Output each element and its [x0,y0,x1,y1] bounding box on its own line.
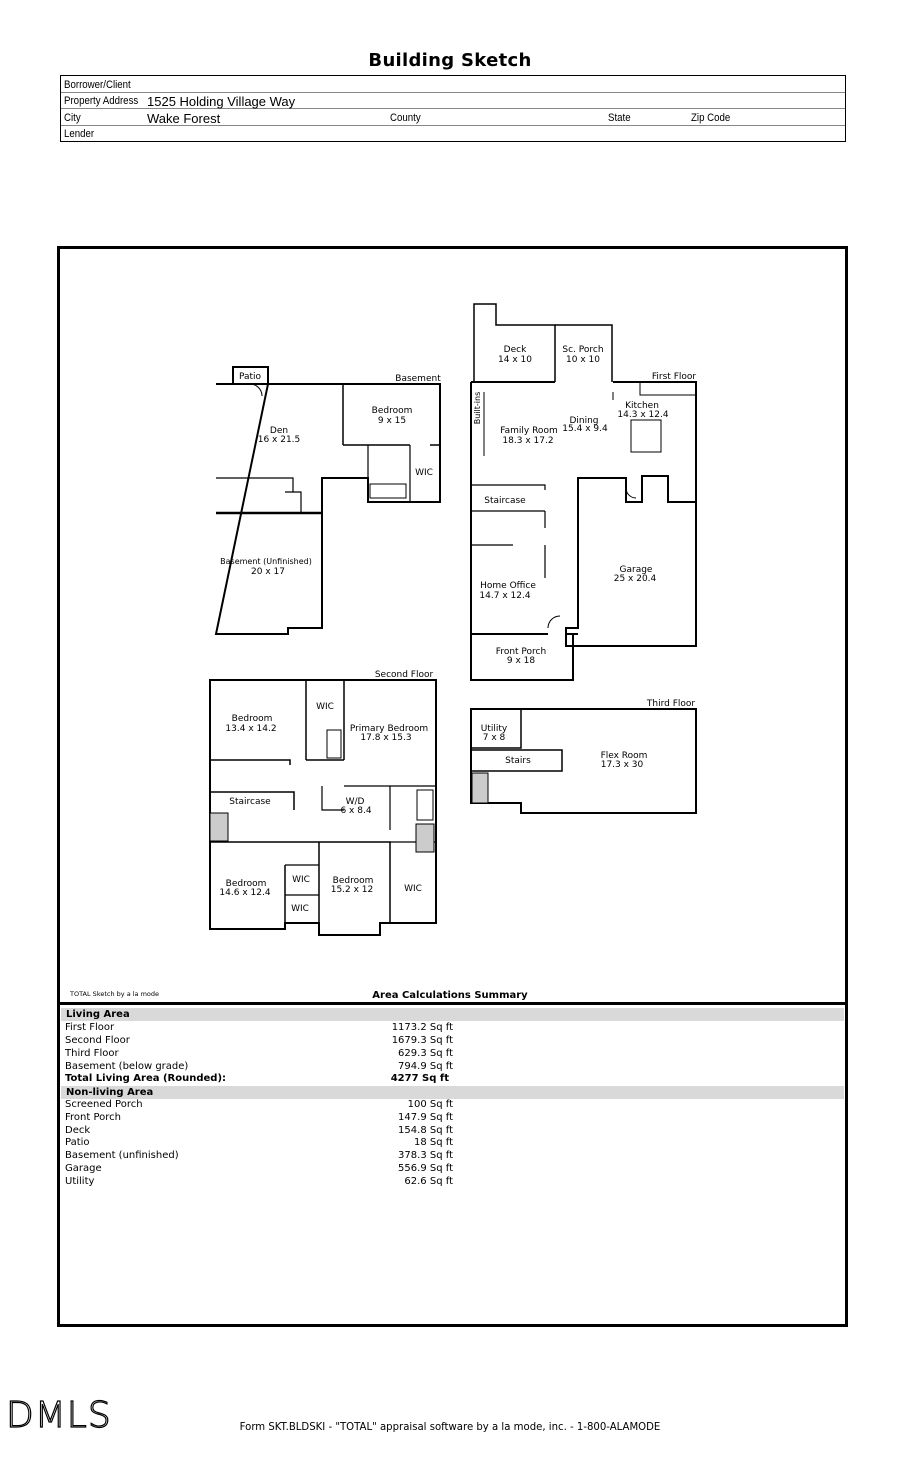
family-room-label: Family Room [500,426,557,436]
dining-label: Dining [569,416,598,426]
kitchen-label: Kitchen [625,401,659,411]
city-row: City Wake Forest County State Zip Code [61,109,845,126]
flex-room-label: Flex Room [601,751,648,761]
flex-room-dim: 17.3 x 30 [601,760,644,770]
family-room-dim: 18.3 x 17.2 [502,436,553,446]
bedroom3-label: Bedroom [333,876,374,886]
bedroom1-label: Bedroom [232,714,273,724]
wic1-label: WIC [316,702,334,712]
sketch-note: TOTAL Sketch by a la mode [70,990,160,998]
unfinished-dim: 20 x 17 [251,567,285,577]
basement-floor-label: Basement [395,374,441,384]
nonliving-area-header: Non-living Area [61,1086,844,1099]
front-porch-dim: 9 x 18 [507,656,536,666]
garage-label: Garage [620,565,653,575]
wd-label: W/D [346,797,365,807]
dmls-logo: DMLS [6,1397,112,1431]
second-floor-label: Second Floor [375,670,434,680]
first-floor-plan [470,303,697,681]
builtins-label: Built-ins [473,392,482,425]
basement-plan [214,366,441,635]
svg-text:DMLS: DMLS [6,1397,112,1431]
home-office-dim: 14.7 x 12.4 [479,591,530,601]
wic2-label: WIC [292,875,310,885]
basement-wic-label: WIC [415,468,433,478]
den-label: Den [270,426,288,436]
second-floor-plan [209,679,437,936]
zip-label: Zip Code [691,112,731,124]
stairs-label: Stairs [505,756,531,766]
address-value: 1525 Holding Village Way [147,94,296,109]
unfinished-label: Basement (Unfinished) [220,557,312,566]
sc-porch-label: Sc. Porch [562,345,603,355]
utility-label: Utility [481,724,508,734]
address-label: Property Address [64,95,139,107]
total-living-area-row: Total Living Area (Rounded):4277 Sq ft [65,1073,449,1084]
kitchen-dim: 14.3 x 12.4 [617,410,668,420]
floor-plan-drawing: Basement Patio Den 16 x 21.5 Bedroom 9 x… [209,303,697,936]
footer-text: Form SKT.BLDSKI - "TOTAL" appraisal soft… [239,1420,661,1433]
bedroom2-label: Bedroom [226,879,267,889]
basement-bedroom-dim: 9 x 15 [378,416,406,426]
primary-bedroom-label: Primary Bedroom [350,724,428,734]
bedroom2-dim: 14.6 x 12.4 [219,888,270,898]
borrower-label: Borrower/Client [64,79,131,91]
city-value: Wake Forest [147,111,221,126]
primary-bedroom-dim: 17.8 x 15.3 [360,733,411,743]
front-porch-label: Front Porch [496,647,546,657]
lender-label: Lender [64,128,95,140]
borrower-row: Borrower/Client [61,76,845,93]
city-label: City [64,112,81,124]
home-office-label: Home Office [480,581,536,591]
table-row: Basement (unfinished)378.3 Sq ft [65,1150,453,1161]
dining-dim: 15.4 x 9.4 [562,424,608,434]
first-staircase-label: Staircase [484,496,526,506]
wd-dim: 6 x 8.4 [340,806,371,816]
basement-bedroom-label: Bedroom [372,406,413,416]
deck-dim: 14 x 10 [498,355,532,365]
sketch-frame [57,246,848,1327]
third-floor-label: Third Floor [646,699,696,709]
sc-porch-dim: 10 x 10 [566,355,600,365]
bedroom3-dim: 15.2 x 12 [331,885,374,895]
third-floor-plan [470,708,697,814]
first-floor-label: First Floor [652,372,696,382]
table-row: Basement (below grade)794.9 Sq ft [65,1061,453,1072]
living-area-header: Living Area [61,1008,844,1021]
second-staircase-label: Staircase [229,797,271,807]
wic4-label: WIC [404,884,422,894]
patio-label: Patio [239,372,262,382]
den-dim: 16 x 21.5 [258,435,301,445]
wic3-label: WIC [291,904,309,914]
garage-dim: 25 x 20.4 [614,574,657,584]
county-label: County [390,112,421,124]
lender-row: Lender [61,125,845,141]
deck-label: Deck [504,345,527,355]
divider [60,1002,845,1005]
page-title: Building Sketch [368,50,532,71]
area-summary-title: Area Calculations Summary [372,990,528,1001]
bedroom1-dim: 13.4 x 14.2 [225,724,276,734]
address-row: Property Address 1525 Holding Village Wa… [61,92,845,109]
state-label: State [608,112,631,124]
utility-dim: 7 x 8 [483,733,506,743]
property-header: Borrower/Client Property Address 1525 Ho… [60,75,846,142]
